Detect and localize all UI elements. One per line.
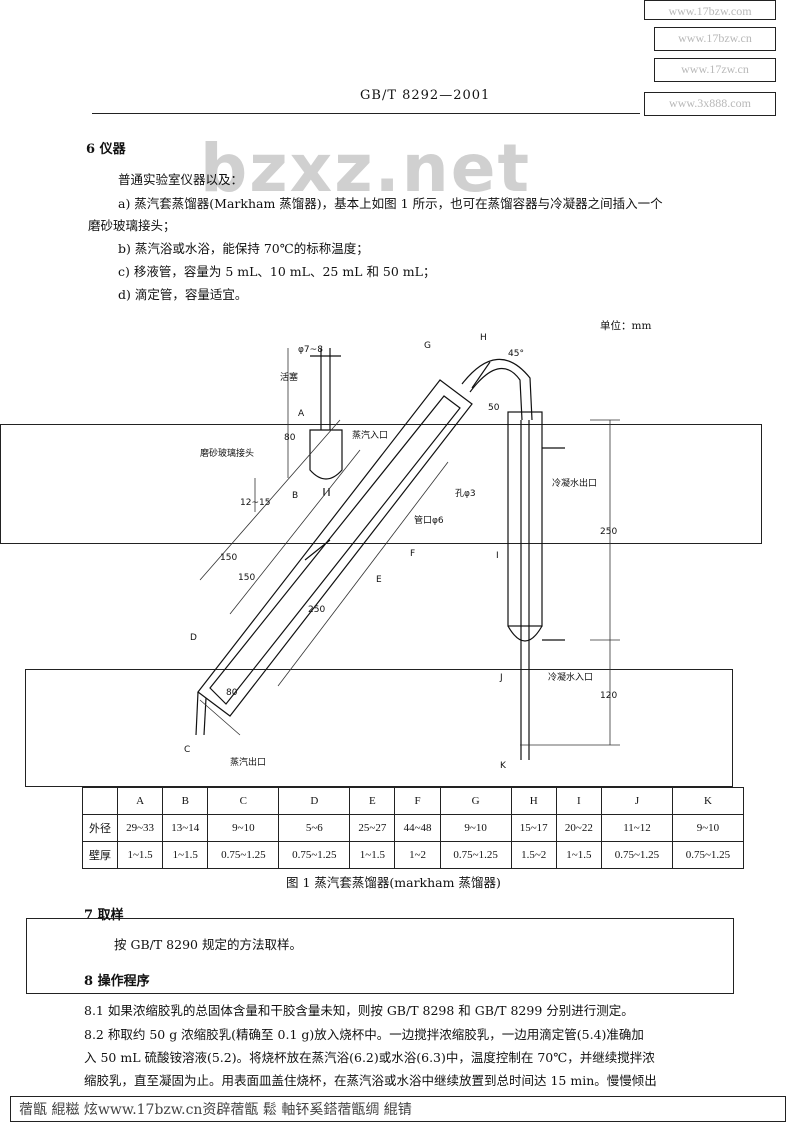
table-header-cell: A: [116, 787, 164, 815]
table-header-cell: G: [439, 787, 512, 815]
label-K: K: [500, 761, 507, 771]
dim-250-jacket: 250: [308, 605, 325, 615]
figure-unit: 单位：mm: [600, 320, 652, 332]
table-header-row: A B C D E F G H I J K: [82, 787, 745, 815]
table-header-cell: I: [555, 787, 602, 815]
label-H: H: [480, 333, 487, 343]
label-angle: 45°: [508, 349, 524, 359]
table-cell: 11~12: [600, 814, 673, 842]
table-cell: 13~14: [162, 814, 209, 842]
label-C: C: [184, 745, 190, 755]
section-6-intro: 普通实验室仪器以及：: [118, 172, 244, 187]
table-header-cell: H: [510, 787, 557, 815]
table-cell: 壁厚: [82, 841, 118, 869]
section-6-item-b: b) 蒸汽浴或水浴，能保持 70℃的标称温度；: [118, 241, 369, 256]
dim-250-condenser: 250: [600, 527, 617, 537]
table-cell: 20~22: [555, 814, 602, 842]
table-row: 壁厚 1~1.5 1~1.5 0.75~1.25 0.75~1.25 1~1.5…: [82, 841, 745, 869]
label-phi: φ7~8: [298, 345, 323, 355]
markham-apparatus-drawing: φ7~8 活塞 磨砂玻璃接头 蒸汽入口 蒸汽出口 冷凝水出口 冷凝水入口 孔φ3…: [184, 333, 620, 771]
section-7-title: 7 取样: [84, 908, 124, 923]
table-header-cell: E: [349, 787, 396, 815]
table-cell: 9~10: [671, 814, 745, 842]
dim-50: 50: [488, 403, 500, 413]
footer-watermark-strip: 蓿甑 緄糍 炫www.17bzw.cn资辟蓿甑 鬆 軸钚奚鎝蓿甑绸 緄锖: [10, 1096, 786, 1122]
dim-150-inner: 150: [238, 573, 255, 583]
figure-caption: 图 1 蒸汽套蒸馏器(markham 蒸馏器): [286, 875, 501, 890]
overlay-band-upper: [0, 424, 762, 544]
section-6-title: 6 仪器: [86, 142, 126, 157]
table-cell: 25~27: [349, 814, 396, 842]
standard-code-header: GB/T 8292—2001: [360, 88, 491, 103]
table-cell: 1~1.5: [555, 841, 602, 869]
watermark-box-1: www.17bzw.com: [644, 0, 776, 20]
table-header-cell: C: [207, 787, 280, 815]
label-steam-out: 蒸汽出口: [230, 756, 266, 768]
section-8-1: 8.1 如果浓缩胶乳的总固体含量和干胶含量未知，则按 GB/T 8298 和 G…: [84, 1003, 634, 1018]
table-cell: 1~1.5: [349, 841, 396, 869]
table-cell: 0.75~1.25: [671, 841, 745, 869]
section-7-text: 按 GB/T 8290 规定的方法取样。: [114, 937, 302, 952]
watermark-box-2: www.17bzw.cn: [654, 27, 776, 51]
table-cell: 5~6: [278, 814, 351, 842]
section-6-item-a-cont: 磨砂玻璃接头；: [88, 218, 176, 233]
section-8-2-line2: 入 50 mL 硫酸铵溶液(5.2)。将烧杯放在蒸汽浴(6.2)或水浴(6.3)…: [84, 1050, 655, 1065]
label-ground-joint: 磨砂玻璃接头: [200, 447, 254, 459]
table-header-cell: J: [600, 787, 673, 815]
section-6-item-d: d) 滴定管，容量适宜。: [118, 287, 248, 302]
label-D: D: [190, 633, 197, 643]
label-B: B: [292, 491, 298, 501]
table-cell: 9~10: [439, 814, 512, 842]
table-cell: 0.75~1.25: [439, 841, 512, 869]
label-hole: 孔φ3: [455, 488, 476, 499]
table-cell: 15~17: [510, 814, 557, 842]
label-steam-in: 蒸汽入口: [352, 429, 388, 441]
section-6-item-c: c) 移液管，容量为 5 mL、10 mL、25 mL 和 50 mL；: [118, 264, 436, 279]
label-tube-mouth: 管口φ6: [414, 514, 444, 526]
overlay-band-lower: [25, 669, 733, 787]
section-8-2-line1: 8.2 称取约 50 g 浓缩胶乳(精确至 0.1 g)放入烧杯中。一边搅拌浓缩…: [84, 1027, 644, 1042]
watermark-box-3: www.17zw.cn: [654, 58, 776, 82]
header-rule: [92, 113, 640, 114]
table-cell: 29~33: [116, 814, 164, 842]
section-8-2-line3: 缩胶乳，直至凝固为止。用表面皿盖住烧杯，在蒸汽浴或水浴中继续放置到总时间达 15…: [84, 1073, 657, 1088]
table-cell: 1~1.5: [116, 841, 164, 869]
label-stopcock: 活塞: [280, 371, 298, 383]
table-cell: 0.75~1.25: [278, 841, 351, 869]
table-cell: 9~10: [207, 814, 280, 842]
label-A: A: [298, 409, 305, 419]
table-cell: 1.5~2: [510, 841, 557, 869]
table-cell: 外径: [82, 814, 118, 842]
label-I: I: [496, 551, 499, 561]
dim-12-15: 12~15: [240, 498, 270, 508]
section-8-title: 8 操作程序: [84, 974, 150, 989]
table-cell: 44~48: [394, 814, 441, 842]
table-cell: 1~2: [394, 841, 441, 869]
label-F: F: [410, 549, 415, 559]
table-cell: 1~1.5: [162, 841, 209, 869]
label-water-out: 冷凝水出口: [552, 477, 597, 489]
label-E: E: [376, 575, 382, 585]
table-header-cell: B: [162, 787, 209, 815]
dim-80-top: 80: [284, 433, 296, 443]
section-6-item-a: a) 蒸汽套蒸馏器(Markham 蒸馏器)，基本上如图 1 所示，也可在蒸馏容…: [118, 196, 663, 211]
overlay-band-section7: [26, 918, 734, 994]
table-header-cell: [82, 787, 118, 815]
dim-80-bottom: 80: [226, 688, 238, 698]
label-J: J: [499, 673, 503, 683]
table-header-cell: D: [278, 787, 351, 815]
table-cell: 0.75~1.25: [600, 841, 673, 869]
label-G: G: [424, 341, 431, 351]
dim-120: 120: [600, 691, 617, 701]
site-watermark: bzxz.net: [200, 130, 532, 207]
watermark-box-4: www.3x888.com: [644, 92, 776, 116]
label-water-in: 冷凝水入口: [548, 671, 593, 683]
dim-150-outer: 150: [220, 553, 237, 563]
table-cell: 0.75~1.25: [207, 841, 280, 869]
table-row: 外径 29~33 13~14 9~10 5~6 25~27 44~48 9~10…: [82, 814, 745, 842]
dimension-table: A B C D E F G H I J K 外径 29~33 13~14 9~1…: [82, 787, 745, 869]
table-header-cell: F: [394, 787, 441, 815]
table-header-cell: K: [671, 787, 745, 815]
